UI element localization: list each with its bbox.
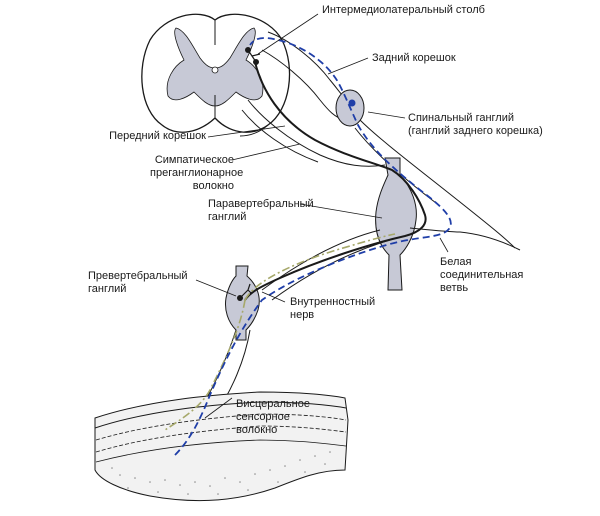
spinal-cord-side bbox=[239, 124, 269, 137]
label-preganglionic-line-2: преганглионарное bbox=[150, 167, 244, 179]
label-spinal-ganglion-line-1: Спинальный ганглий bbox=[408, 112, 515, 124]
label-paravertebral-line-2: ганглий bbox=[208, 211, 247, 223]
visceral-sensory-fiber bbox=[174, 37, 452, 456]
label-visceral-nerve-line-2: нерв bbox=[290, 309, 315, 321]
label-spinal-ganglion-line-2: (ганглий заднего корешка) bbox=[408, 125, 543, 137]
visceral-wall bbox=[94, 391, 349, 502]
label-white-ramus-line-2: соединительная bbox=[440, 269, 524, 281]
prevertebral-ganglion-shape bbox=[225, 265, 260, 341]
label-white-ramus: Белая соединительная ветвь bbox=[440, 256, 523, 295]
prevertebral-synapse bbox=[237, 283, 253, 301]
label-ventral-root-text: Передний корешок bbox=[109, 130, 206, 142]
label-white-ramus-line-3: ветвь bbox=[440, 282, 469, 294]
label-ventral-root: Передний корешок bbox=[88, 130, 206, 143]
label-paravertebral-line-1: Паравертебральный bbox=[208, 198, 314, 210]
central-canal bbox=[211, 66, 219, 74]
label-visceral-sensory-fiber: Висцеральное сенсорное волокно bbox=[236, 398, 310, 437]
spinal-cord bbox=[141, 13, 291, 137]
label-preganglionic-fiber: Симпатическое преганглионарное волокно bbox=[150, 154, 244, 193]
label-dorsal-root-text: Задний корешок bbox=[372, 52, 456, 64]
preganglionic-fiber bbox=[244, 61, 427, 301]
sensory-neuron-body bbox=[348, 99, 356, 107]
label-spinal-ganglion: Спинальный ганглий (ганглий заднего коре… bbox=[408, 112, 543, 138]
label-visceral-nerve: Внутренностный нерв bbox=[290, 296, 375, 322]
label-preganglionic-line-3: волокно bbox=[192, 180, 234, 192]
intermediolateral-neurons bbox=[245, 47, 261, 65]
label-visceral-sensory-line-2: сенсорное bbox=[236, 411, 290, 423]
label-white-ramus-line-1: Белая bbox=[440, 256, 472, 268]
label-intermediolateral-column-text: Интермедиолатеральный столб bbox=[322, 4, 485, 16]
label-prevertebral-ganglion: Превертебральный ганглий bbox=[88, 270, 188, 296]
ventral-root bbox=[241, 99, 386, 167]
label-preganglionic-line-1: Симпатическое bbox=[154, 154, 234, 166]
label-visceral-nerve-line-1: Внутренностный bbox=[290, 296, 376, 308]
label-visceral-sensory-line-1: Висцеральное bbox=[236, 398, 310, 410]
paravertebral-ganglion-shape bbox=[375, 157, 417, 291]
postganglionic-fiber bbox=[164, 233, 396, 431]
label-prevertebral-line-1: Превертебральный bbox=[88, 270, 188, 282]
label-prevertebral-line-2: ганглий bbox=[88, 283, 127, 295]
label-dorsal-root: Задний корешок bbox=[372, 52, 456, 65]
label-paravertebral-ganglion: Паравертебральный ганглий bbox=[208, 198, 314, 224]
leader-lines bbox=[195, 13, 449, 419]
label-intermediolateral-column: Интермедиолатеральный столб bbox=[322, 4, 485, 17]
label-visceral-sensory-line-3: волокно bbox=[236, 424, 278, 436]
visceral-nerve-outline bbox=[261, 229, 391, 301]
white-ramus-line bbox=[409, 227, 521, 251]
